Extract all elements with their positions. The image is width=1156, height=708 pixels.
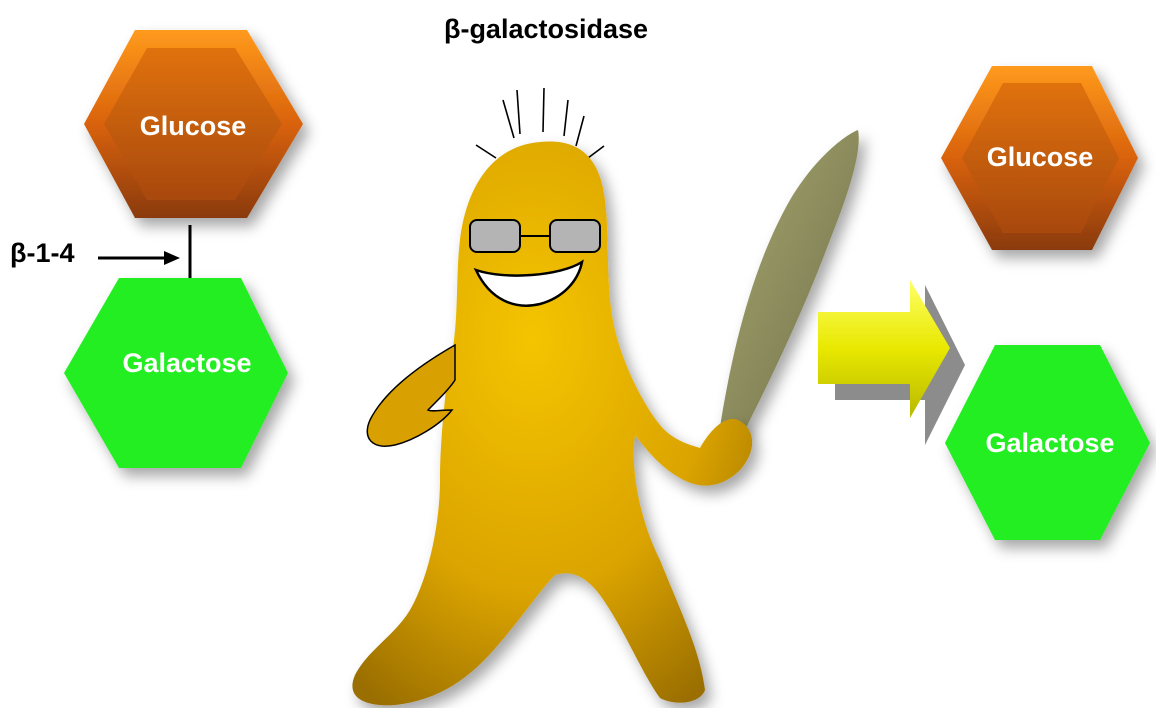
substrate-glucose-label: Glucose xyxy=(140,111,247,141)
enzyme-character-icon xyxy=(352,88,858,705)
substrate-galactose-label: Galactose xyxy=(122,348,251,378)
product-galactose-label: Galactose xyxy=(985,428,1114,458)
reaction-arrow-icon xyxy=(818,280,965,445)
enzyme-left-arm xyxy=(367,345,455,446)
bond-pointer-arrow-icon xyxy=(98,251,180,265)
product-glucose-label: Glucose xyxy=(987,142,1094,172)
enzyme-title: β-galactosidase xyxy=(444,14,648,44)
bond-label: β-1-4 xyxy=(10,238,75,268)
